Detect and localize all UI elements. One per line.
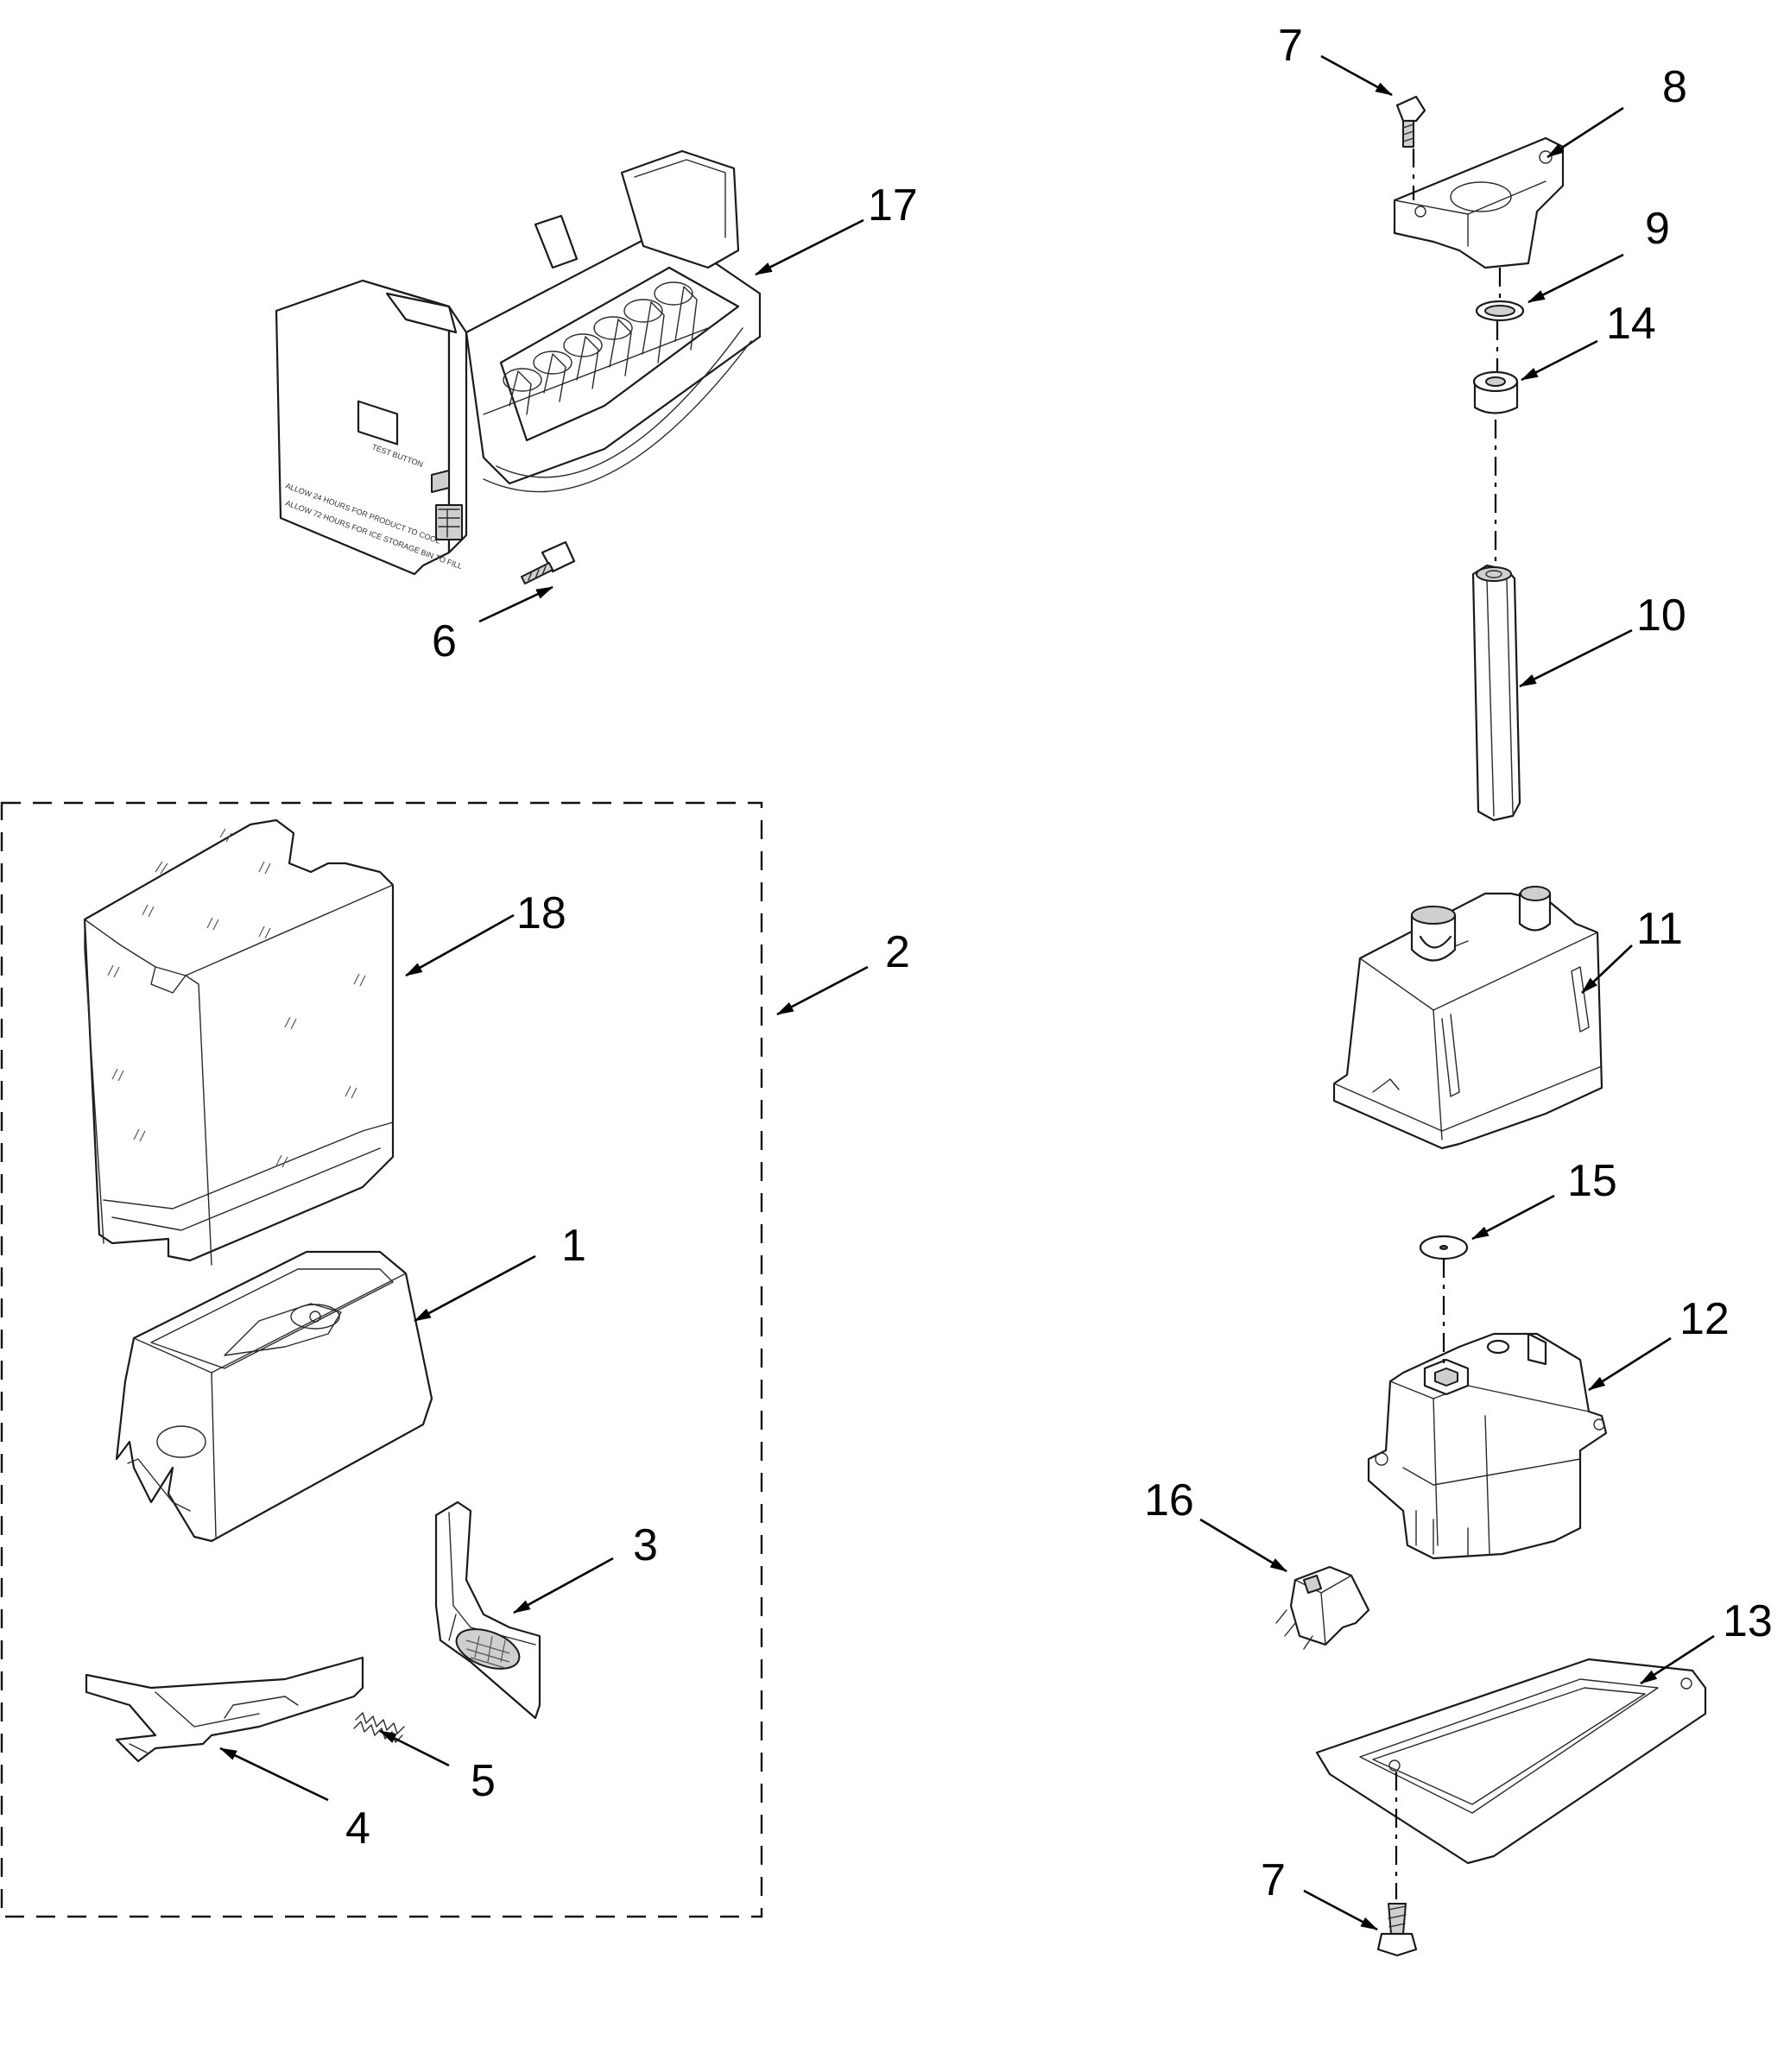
callout-7-bottom: 7 [1261,1855,1286,1905]
callout-11: 11 [1636,904,1683,954]
auger-gearmotor[interactable] [1367,1332,1608,1560]
hex-drive-shaft[interactable] [1471,564,1521,822]
ice-maker-screw[interactable] [521,540,576,584]
callout-10: 10 [1636,591,1686,641]
auger-motor-housing[interactable] [1332,886,1603,1150]
ice-mold-cups [503,281,693,392]
callout-13: 13 [1723,1596,1773,1646]
callout-3: 3 [633,1520,658,1570]
callout-14: 14 [1606,299,1656,349]
auger-bushing[interactable] [1472,370,1519,414]
callout-17: 17 [868,180,918,231]
callout-9: 9 [1645,204,1670,254]
slide-lever[interactable] [85,1656,364,1763]
plate-screw-bottom[interactable] [1376,1903,1418,1957]
bracket-screw-top[interactable] [1395,95,1426,148]
callout-8: 8 [1662,62,1687,112]
ice-bin[interactable] [83,818,395,1266]
ice-maker-assembly[interactable]: ALLOW 24 HOURS FOR PRODUCT TO COOL ALLOW… [275,149,762,576]
callout-6: 6 [432,616,457,666]
ice-bin-base[interactable] [115,1250,433,1543]
callout-12: 12 [1679,1294,1730,1344]
bracket-washer[interactable] [1475,300,1525,322]
callout-2: 2 [885,927,910,977]
spring[interactable] [353,1712,405,1743]
callout-7-top: 7 [1278,21,1303,71]
leader-arrows [219,54,1715,1931]
assembly-centerlines [1395,148,1502,1899]
callout-1: 1 [561,1221,586,1271]
callout-15: 15 [1567,1156,1617,1206]
callout-5: 5 [471,1756,496,1806]
motor-washer[interactable] [1419,1235,1469,1260]
ejector-fingers [483,286,709,415]
ice-bin-kit-frame [0,801,763,1918]
motor-mount-plate[interactable] [1315,1658,1707,1865]
motor-switch[interactable] [1275,1565,1370,1650]
callout-labels: 17 6 7 8 9 14 10 11 15 12 16 13 7 18 2 1… [345,21,1773,1905]
callout-4: 4 [345,1804,370,1854]
auger-bracket[interactable] [1393,136,1565,269]
auger-cover-plate[interactable] [434,1500,541,1720]
callout-16: 16 [1144,1475,1194,1526]
callout-18: 18 [516,888,566,938]
